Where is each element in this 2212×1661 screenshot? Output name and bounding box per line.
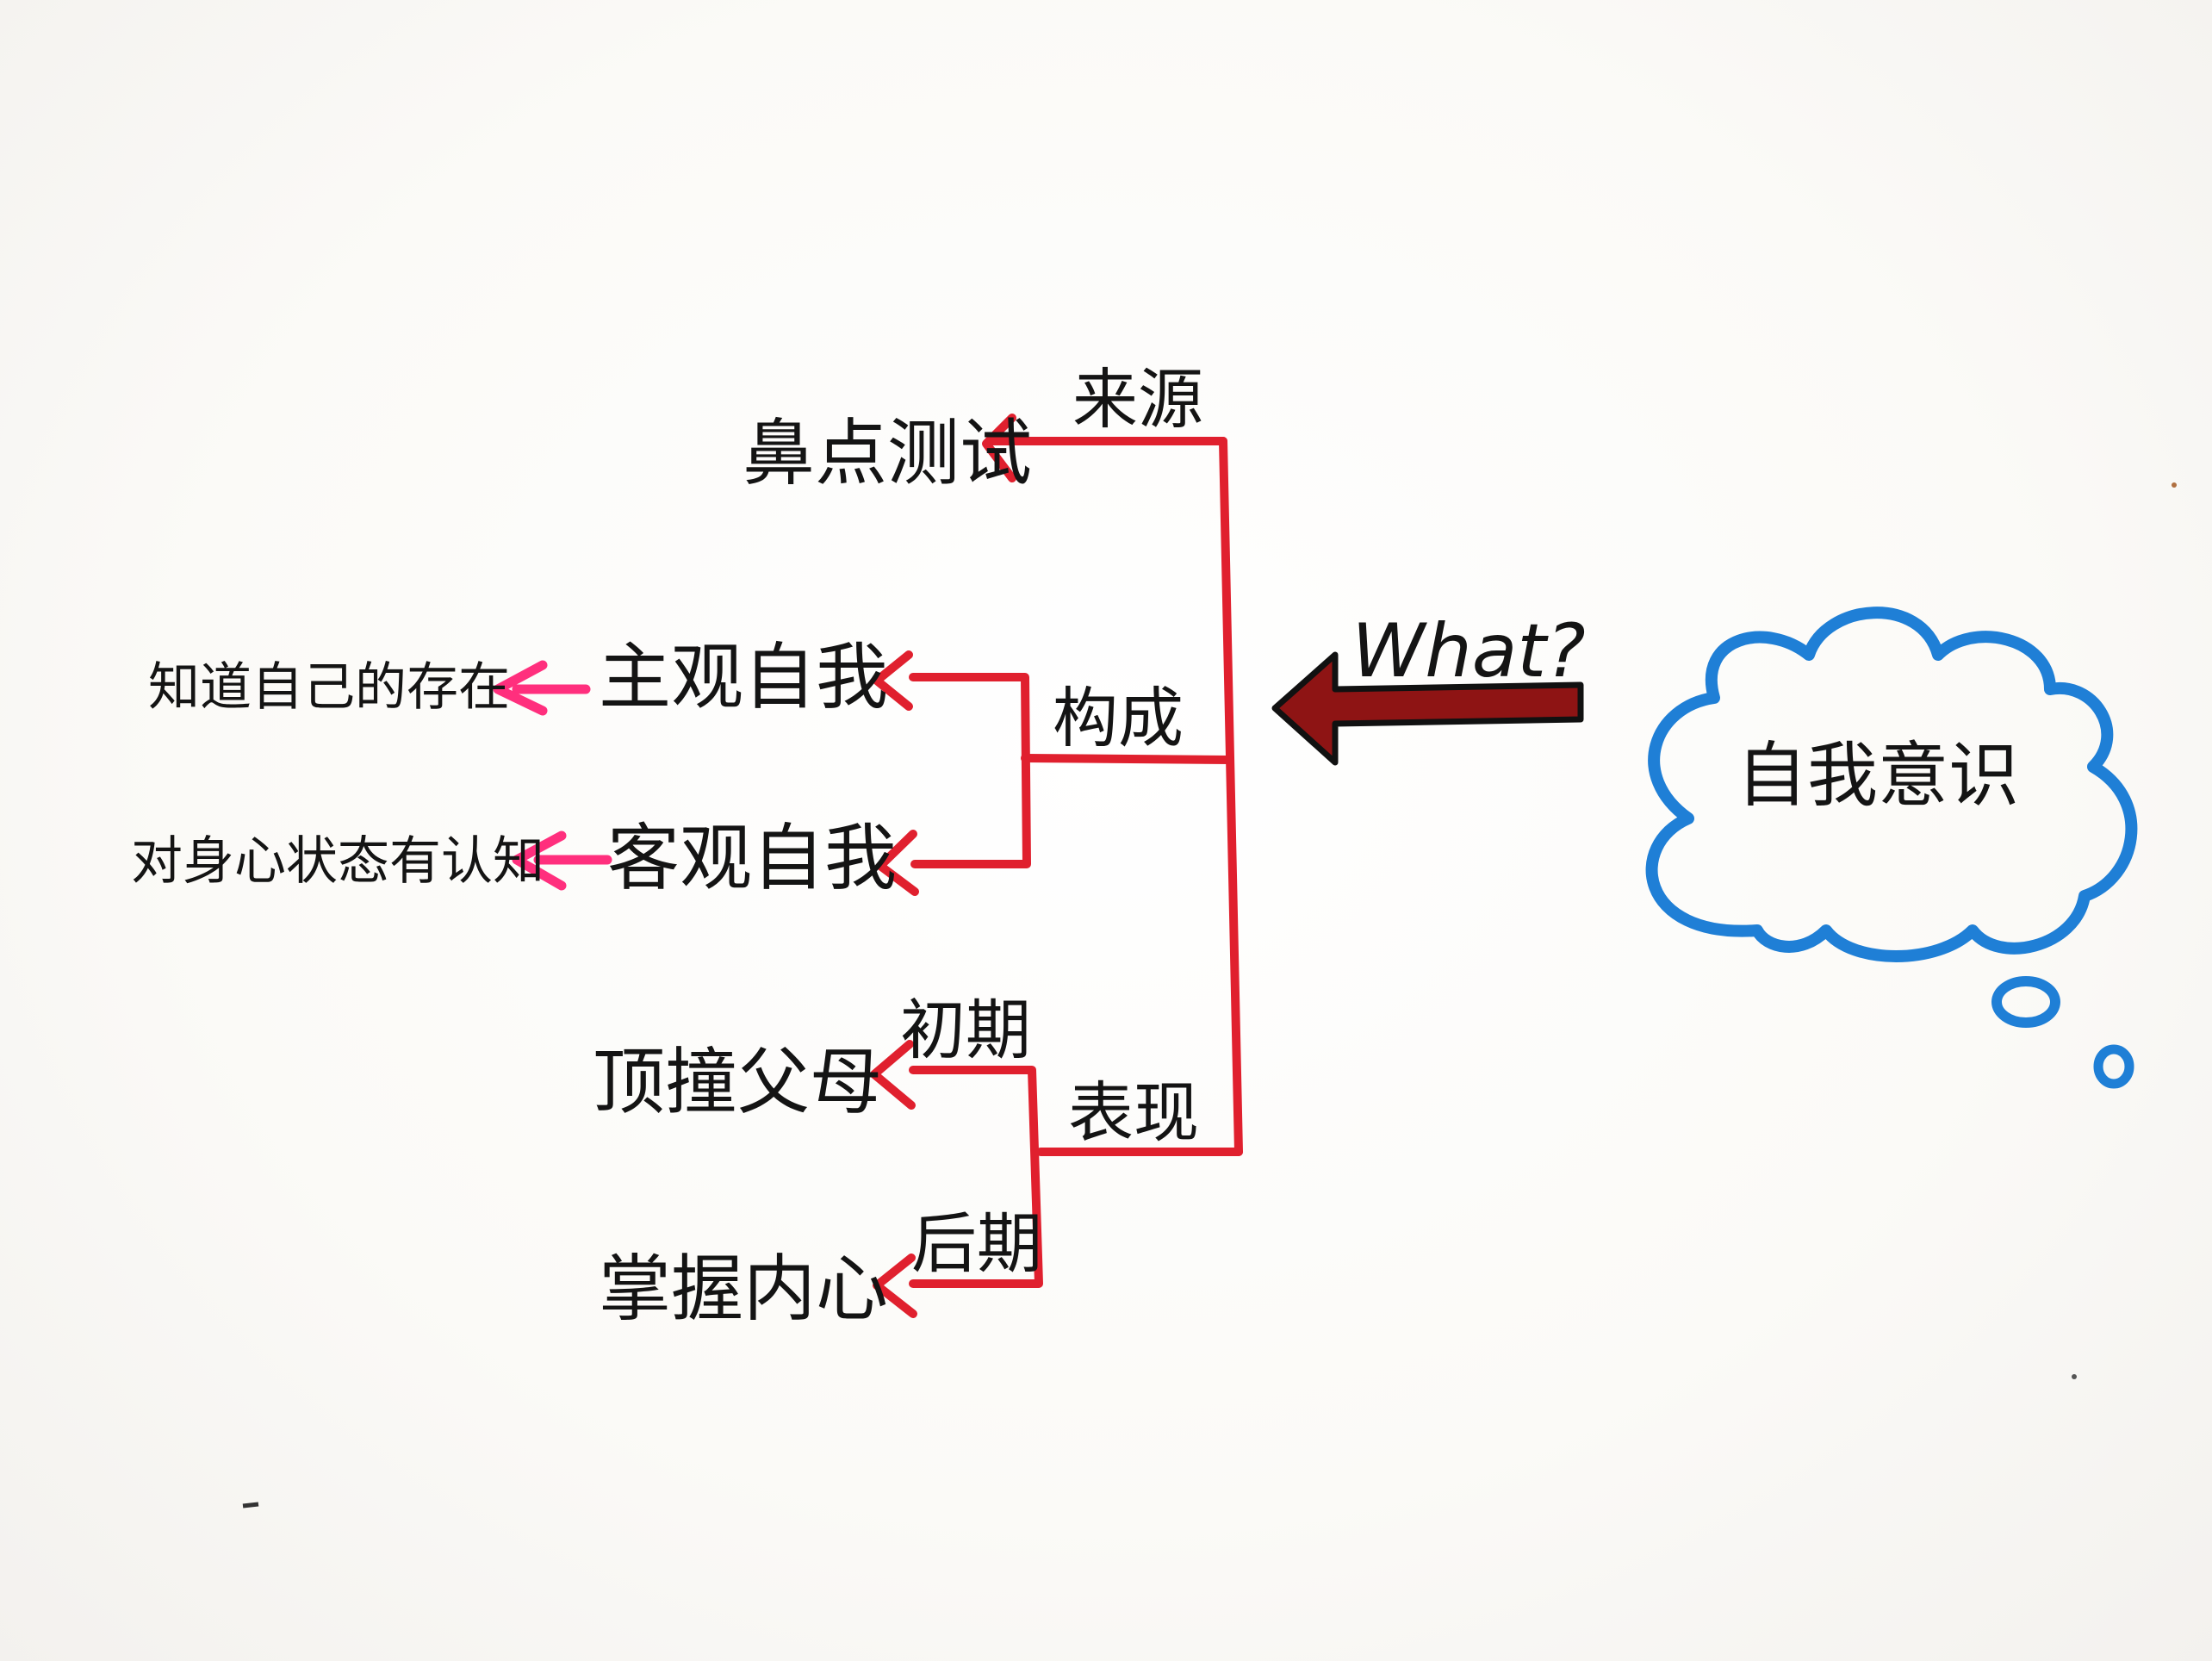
branch-lines [909, 437, 1243, 1288]
leaf-know-existence: 知道自己的存在 [148, 657, 510, 718]
arrowhead-subjective [873, 650, 913, 711]
cloud-outline [1645, 607, 2138, 962]
cloud-label: 自我意识 [1737, 735, 2019, 817]
ink-speck [2072, 1374, 2077, 1379]
branch-arrowheads [870, 414, 1016, 1318]
leaf-body-mind-awareness: 对身心状态有认知 [131, 831, 544, 892]
branch-label-origin: 来源 [1072, 361, 1203, 438]
thought-bubble-large [1991, 976, 2060, 1028]
branch-label-manifestation: 表现 [1068, 1074, 1199, 1151]
ink-speck [242, 1502, 259, 1509]
manifestation-bracket [909, 1066, 1043, 1288]
trunk-line [1219, 437, 1243, 1156]
arrowhead-later [873, 1254, 917, 1318]
arrowhead-origin [982, 414, 1016, 482]
central-topic-cloud: 自我意识 [1645, 607, 2138, 1089]
arrowhead-early [870, 1040, 916, 1110]
ink-speck [2172, 482, 2177, 488]
arrowhead-objective [876, 830, 919, 896]
thought-bubble-small [2093, 1044, 2134, 1089]
branch-label-early: 初期 [900, 992, 1031, 1068]
leaf-arrow-subjective-head [493, 660, 548, 716]
leaf-arrow-objective-head [512, 830, 567, 891]
node-subjective-self: 主观自我 [599, 635, 888, 719]
question-arrow: What? [1271, 608, 1586, 766]
question-label: What? [1351, 608, 1586, 694]
node-master-mind: 掌握内心 [599, 1247, 888, 1331]
composition-connector [1021, 754, 1234, 764]
node-objective-self: 客观自我 [607, 816, 897, 900]
branch-label-later: 后期 [911, 1205, 1042, 1282]
branch-label-composition: 构成 [1053, 680, 1184, 756]
node-defy-parents: 顶撞父母 [593, 1040, 882, 1124]
composition-bracket [909, 673, 1031, 868]
leaf-arrows [493, 660, 612, 891]
node-nose-test: 鼻点测试 [743, 411, 1032, 495]
big-arrow-shape [1271, 651, 1584, 766]
